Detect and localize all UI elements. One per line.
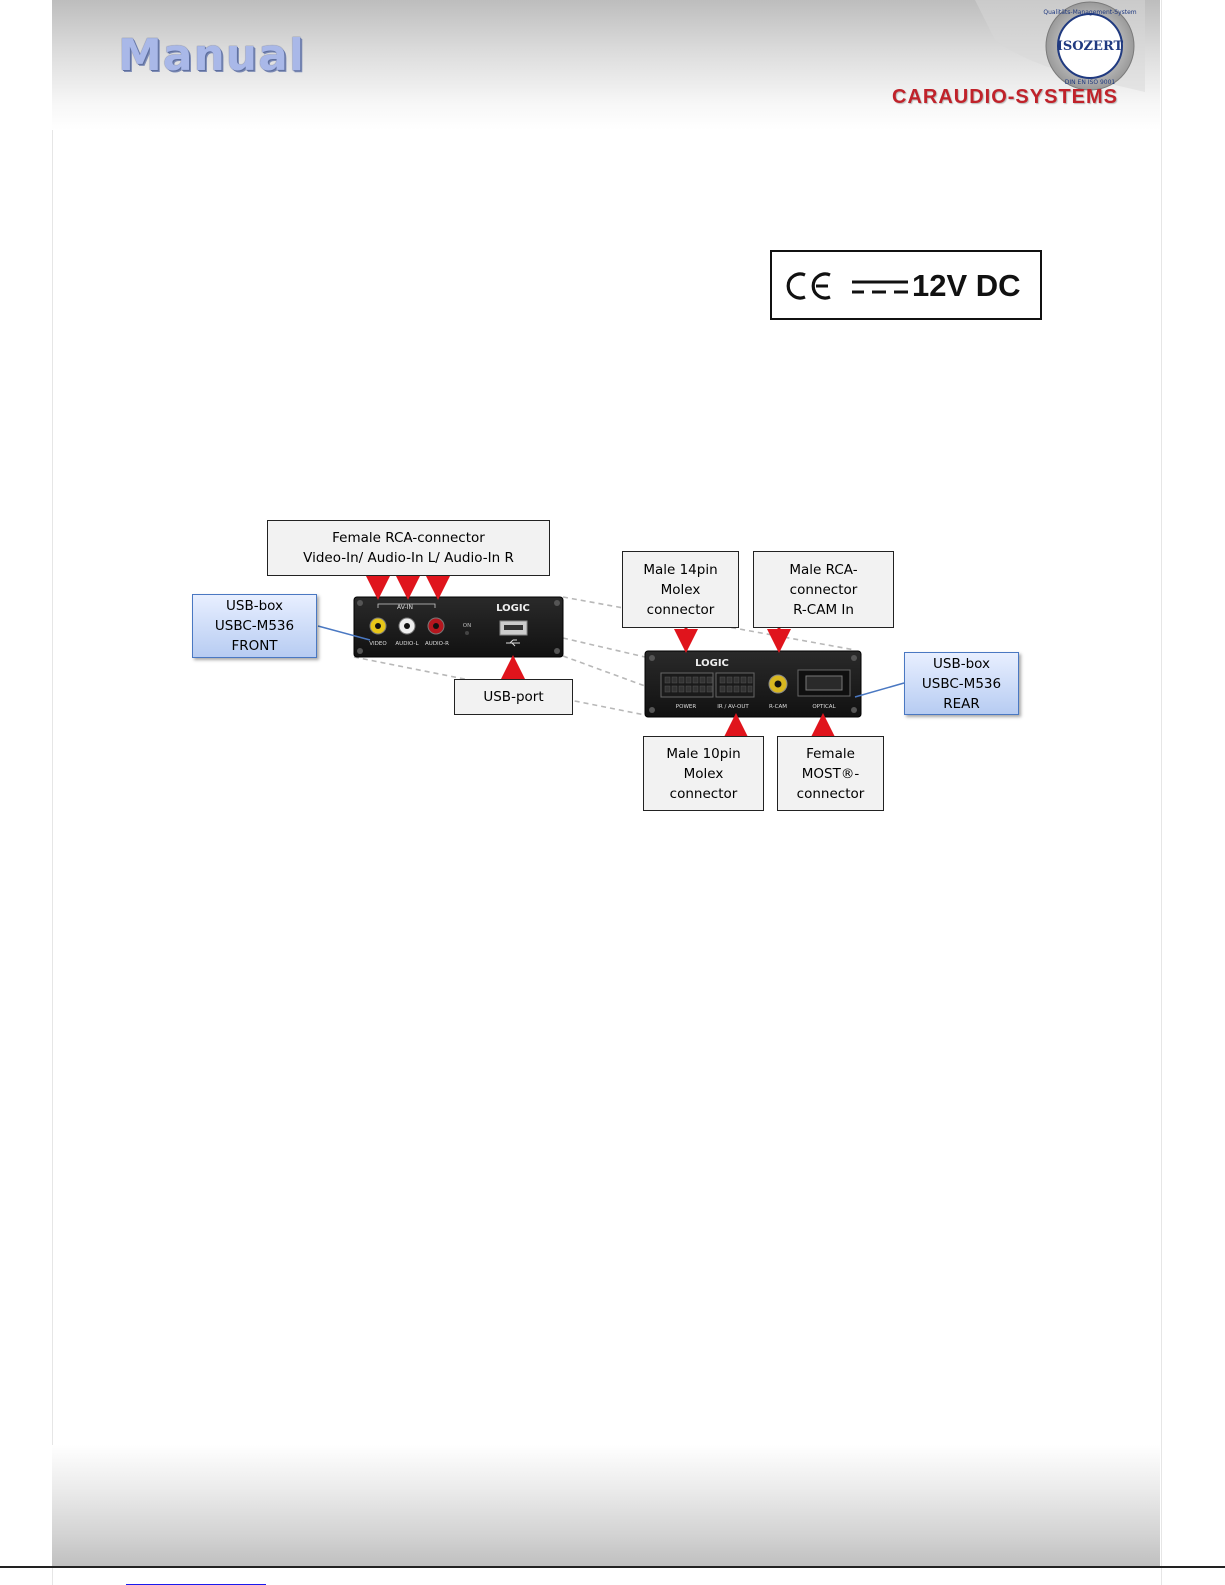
front-on-label: ON bbox=[463, 623, 471, 629]
rear-usb-box: LOGIC POWER IR / AV-OUT R-CAM OPTICAL bbox=[644, 650, 862, 718]
front-port-audio-l: AUDIO-L bbox=[395, 641, 419, 647]
label-usb-box-rear: USB-box USBC-M536 REAR bbox=[904, 652, 1019, 715]
label-female-rca: Female RCA-connector Video-In/ Audio-In … bbox=[267, 520, 550, 576]
dc-symbol-icon bbox=[852, 280, 908, 294]
power-molex-socket bbox=[660, 672, 714, 698]
front-port-audio-r: AUDIO-R bbox=[425, 641, 449, 647]
label-usb-port: USB-port bbox=[454, 679, 573, 715]
footer-rule bbox=[0, 1566, 1225, 1568]
label-usb-box-front: USB-box USBC-M536 FRONT bbox=[192, 594, 317, 658]
rear-port-r-cam: R-CAM bbox=[769, 704, 787, 710]
footer-band bbox=[52, 1445, 1160, 1567]
front-usb-box: AV-IN VIDEO AUDIO-L AUDIO-R ON LOGIC bbox=[353, 596, 564, 658]
iso-seal: ISOZERT Qualitäts-Management-System DIN … bbox=[975, 0, 1145, 92]
header-band bbox=[52, 0, 1160, 130]
seal-bottom-text: DIN EN ISO 9001 bbox=[1065, 79, 1116, 86]
label-male-10pin-molex: Male 10pin Molex connector bbox=[643, 736, 764, 811]
label-female-most: Female MOST®- connector bbox=[777, 736, 884, 811]
label-male-14pin-molex: Male 14pin Molex connector bbox=[622, 551, 739, 628]
ce-mark-box: 12V DC bbox=[770, 250, 1042, 320]
usb-icon bbox=[506, 639, 520, 647]
rear-port-ir-av-out: IR / AV-OUT bbox=[717, 704, 749, 710]
front-av-in-label: AV-IN bbox=[397, 604, 413, 611]
callout-arrows bbox=[366, 576, 835, 737]
rear-port-optical: OPTICAL bbox=[812, 704, 836, 710]
brand-name: CARAUDIO-SYSTEMS bbox=[892, 86, 1119, 108]
seal-ring-text: Qualitäts-Management-System bbox=[1043, 9, 1136, 16]
front-port-video: VIDEO bbox=[369, 641, 387, 647]
manual-title: Manual bbox=[118, 30, 305, 81]
label-leader-lines bbox=[317, 625, 905, 698]
ir-av-out-molex-socket bbox=[715, 672, 755, 698]
label-male-rca-rcam: Male RCA- connector R-CAM In bbox=[753, 551, 894, 628]
rear-logo: LOGIC bbox=[695, 658, 729, 669]
seal-center-text: ISOZERT bbox=[1057, 39, 1124, 54]
ce-voltage: 12V DC bbox=[912, 268, 1021, 303]
ce-symbol bbox=[786, 272, 831, 300]
front-logo: LOGIC bbox=[496, 603, 530, 614]
rear-port-power: POWER bbox=[676, 704, 697, 710]
